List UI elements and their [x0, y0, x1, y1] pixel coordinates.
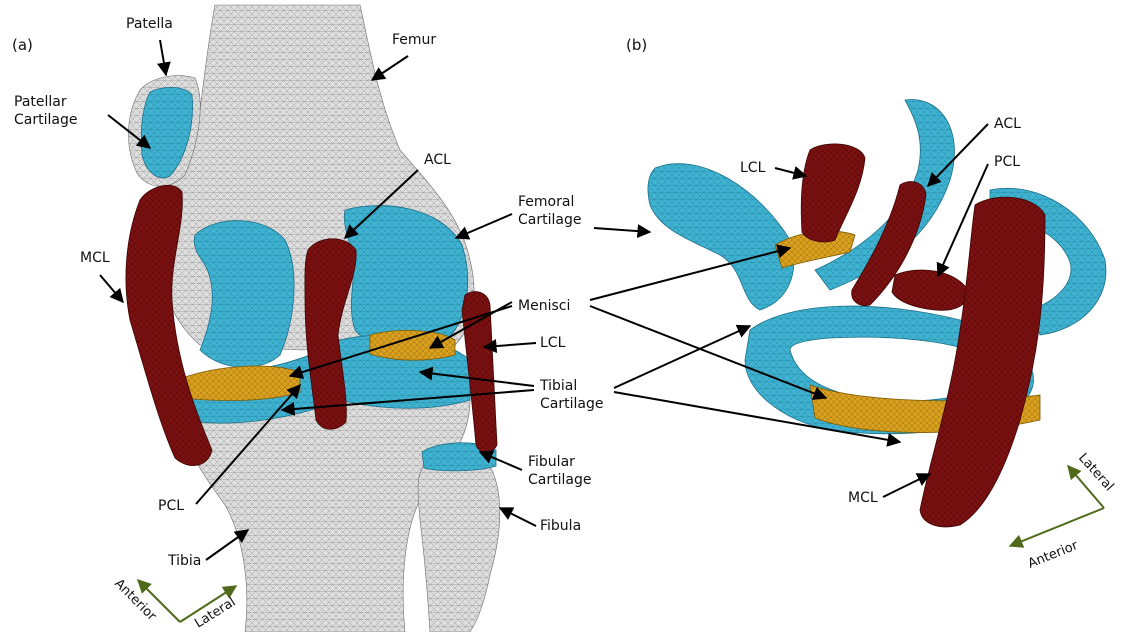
- label-pcl: PCL: [158, 498, 184, 514]
- arrow-mcl: [100, 275, 123, 302]
- axis-anterior-b: [1010, 508, 1104, 546]
- arrow-fibula: [500, 508, 536, 526]
- label-fibular-cartilage-line2: Cartilage: [528, 472, 591, 488]
- label-acl: ACL: [424, 152, 451, 168]
- arrow-femoral-cartilage-b: [594, 228, 650, 232]
- femoral-cartilage-arc-left-mesh: [648, 164, 794, 310]
- mcl-mesh-b: [920, 197, 1045, 527]
- label-femoral-cartilage-line2: Cartilage: [518, 212, 581, 228]
- axis-label-lateral-b: Lateral: [1075, 451, 1116, 495]
- label-patella: Patella: [126, 16, 173, 32]
- label-menisci: Menisci: [518, 298, 570, 314]
- label-patellar-cartilage-line1: Patellar: [14, 94, 67, 110]
- label-lcl-b: LCL: [740, 160, 766, 176]
- meniscus-left-mesh: [182, 366, 300, 400]
- pcl-mesh-b: [892, 270, 968, 310]
- orientation-axes-a: Anterior Lateral: [111, 576, 238, 631]
- label-acl-b: ACL: [994, 116, 1021, 132]
- label-pcl-b: PCL: [994, 154, 1020, 170]
- label-mcl-b: MCL: [848, 490, 878, 506]
- fibula-mesh: [418, 458, 500, 632]
- orientation-axes-b: Lateral Anterior: [1010, 451, 1116, 572]
- panel-a-tag: (a): [12, 36, 33, 54]
- label-tibia: Tibia: [167, 553, 201, 569]
- arrow-tibial-cartilage-b-left: [614, 326, 750, 388]
- arrow-mcl-b: [883, 474, 930, 497]
- axis-label-anterior-b: Anterior: [1026, 538, 1081, 572]
- label-fibular-cartilage-line1: Fibular: [528, 454, 575, 470]
- panel-b: (b) LCL ACL PCL MCL: [590, 36, 1116, 572]
- arrow-patella: [160, 40, 166, 75]
- arrow-femur: [372, 56, 408, 80]
- label-fibula: Fibula: [540, 518, 581, 534]
- arrow-femoral-cartilage: [456, 214, 512, 238]
- lcl-mesh-b: [801, 144, 865, 242]
- label-tibial-cartilage-line2: Cartilage: [540, 396, 603, 412]
- panel-a: (a) Patella Patellar Cartilage Femur A: [12, 5, 603, 632]
- panel-b-tag: (b): [626, 36, 647, 54]
- label-tibial-cartilage-line1: Tibial: [539, 378, 577, 394]
- label-lcl: LCL: [540, 335, 566, 351]
- arrow-lcl-b: [775, 168, 806, 176]
- axis-label-anterior-a: Anterior: [111, 576, 159, 624]
- label-patellar-cartilage-line2: Cartilage: [14, 112, 77, 128]
- meniscus-right-mesh: [370, 330, 455, 360]
- label-femur: Femur: [392, 32, 436, 48]
- label-femoral-cartilage-line1: Femoral: [518, 194, 574, 210]
- label-mcl: MCL: [80, 250, 110, 266]
